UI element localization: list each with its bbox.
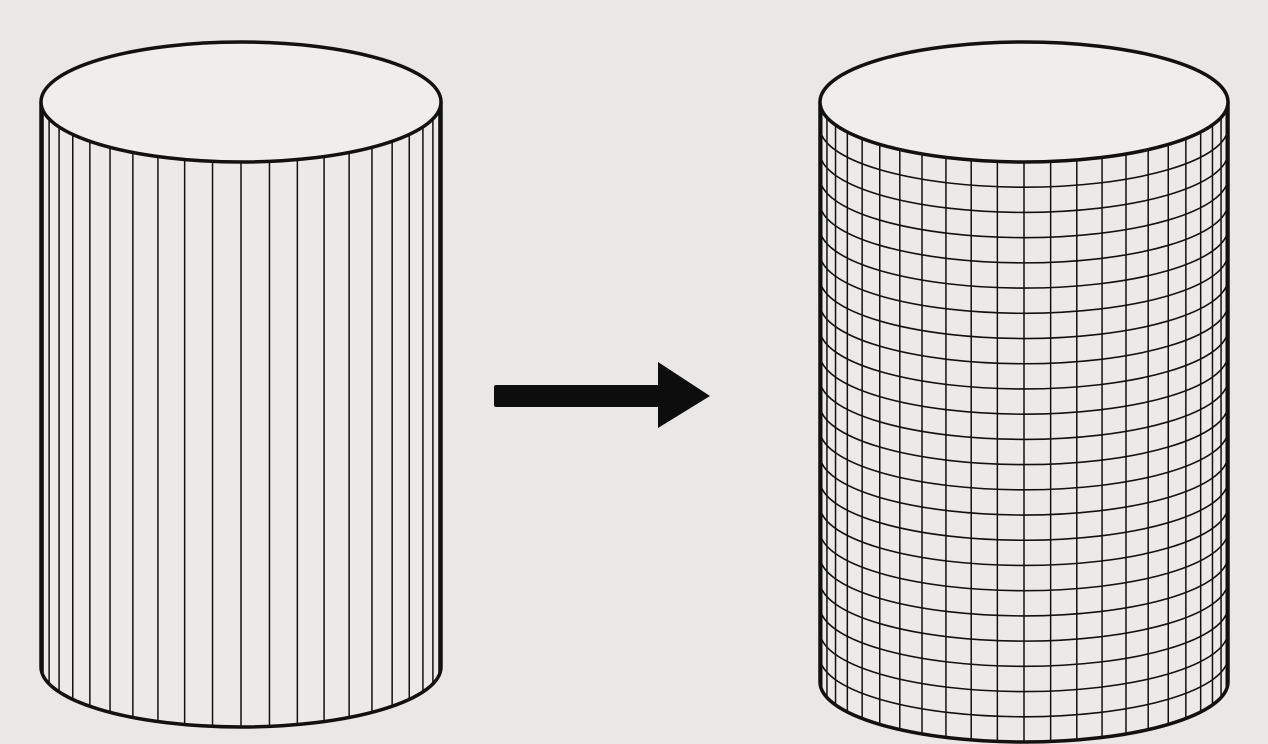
left-cylinder-vertical-lines bbox=[39, 40, 443, 729]
horizontal-ring bbox=[820, 253, 1228, 315]
horizontal-ring bbox=[820, 606, 1228, 668]
cylinder-top-ellipse bbox=[39, 40, 443, 164]
right-cylinder-grid bbox=[818, 40, 1230, 744]
horizontal-ring bbox=[820, 404, 1228, 466]
horizontal-ring bbox=[820, 354, 1228, 415]
horizontal-ring bbox=[820, 127, 1228, 189]
horizontal-ring bbox=[820, 202, 1228, 264]
horizontal-ring bbox=[820, 278, 1228, 340]
right-arrow-icon bbox=[494, 362, 710, 428]
cylinder-outline bbox=[818, 102, 1230, 744]
horizontal-ring bbox=[820, 429, 1228, 491]
horizontal-ring bbox=[820, 455, 1228, 516]
cylinder-top-ellipse bbox=[818, 40, 1230, 164]
horizontal-ring bbox=[820, 656, 1228, 718]
surface-lines bbox=[820, 108, 1228, 742]
horizontal-ring bbox=[820, 480, 1228, 542]
horizontal-ring bbox=[820, 328, 1228, 390]
horizontal-ring bbox=[820, 555, 1228, 617]
horizontal-ring bbox=[820, 228, 1228, 289]
horizontal-ring bbox=[820, 379, 1228, 441]
horizontal-ring bbox=[820, 152, 1228, 214]
horizontal-ring bbox=[820, 581, 1228, 642]
cylinder-outline bbox=[39, 102, 443, 729]
arrow-head bbox=[658, 362, 710, 428]
horizontal-ring bbox=[820, 631, 1228, 693]
arrow-shaft bbox=[494, 385, 666, 407]
surface-lines bbox=[42, 109, 440, 727]
horizontal-ring bbox=[820, 303, 1228, 365]
horizontal-ring bbox=[820, 505, 1228, 567]
horizontal-ring bbox=[820, 530, 1228, 592]
horizontal-ring bbox=[820, 177, 1228, 239]
